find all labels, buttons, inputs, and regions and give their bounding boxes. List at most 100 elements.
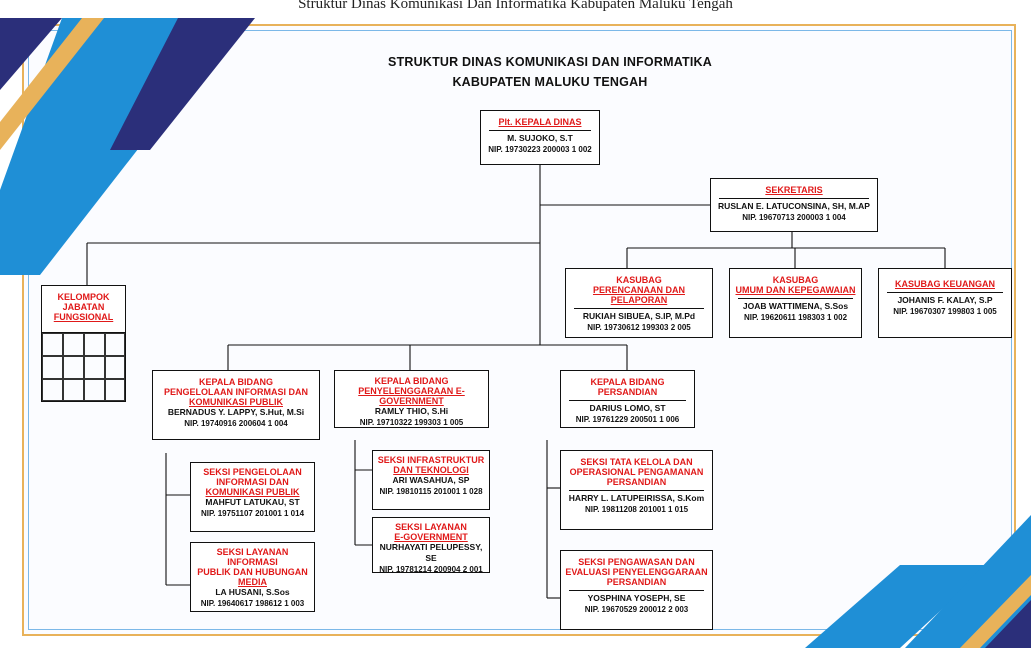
kabid-nip: NIP. 19761229 200501 1 006 <box>575 415 680 424</box>
kabid-egov-box[interactable]: KEPALA BIDANG PENYELENGGARAAN E-GOVERNME… <box>334 370 489 428</box>
seksi-name: HARRY L. LATUPEIRISSA, S.Kom <box>568 493 705 503</box>
kabid-role: KEPALA BIDANG <box>199 377 273 387</box>
kabid-persandian-box[interactable]: KEPALA BIDANG PERSANDIAN DARIUS LOMO, ST… <box>560 370 695 428</box>
fungsional-grid <box>41 332 126 402</box>
grid-cell <box>105 333 125 356</box>
seksi-role-line3: KOMUNIKASI PUBLIK <box>205 487 300 497</box>
chart-title-line1: STRUKTUR DINAS KOMUNIKASI DAN INFORMATIK… <box>388 55 712 69</box>
seksi-role-line2: DAN TEKNOLOGI <box>393 465 469 475</box>
divider <box>887 292 1003 293</box>
kasubag-role-line2: UMUM DAN KEPEGAWAIAN <box>735 285 856 295</box>
seksi-role: SEKSI LAYANAN INFORMASI <box>216 547 289 567</box>
sekretaris-box[interactable]: SEKRETARIS RUSLAN E. LATUCONSINA, SH, M.… <box>710 178 878 232</box>
fungsional-line2: JABATAN <box>62 302 105 312</box>
seksi-role-line2: PUBLIK DAN HUBUNGAN <box>197 567 308 577</box>
sekretaris-name: RUSLAN E. LATUCONSINA, SH, M.AP <box>718 201 870 211</box>
fungsional-box[interactable]: KELOMPOK JABATAN FUNGSIONAL <box>41 285 126 333</box>
grid-cell <box>42 356 63 379</box>
seksi-role-line2: EVALUASI PENYELENGGARAAN <box>565 567 708 577</box>
seksi-nip: NIP. 19640617 198612 1 003 <box>200 599 305 608</box>
seksi-layanan-informasi-box[interactable]: SEKSI LAYANAN INFORMASI PUBLIK DAN HUBUN… <box>190 542 315 612</box>
grid-cell <box>84 333 105 356</box>
kasubag-perencanaan-box[interactable]: KASUBAG PERENCANAAN DAN PELAPORAN RUKIAH… <box>565 268 713 338</box>
seksi-layanan-egov-box[interactable]: SEKSI LAYANAN E-GOVERNMENT NURHAYATI PEL… <box>372 517 490 574</box>
kabid-name: RAMLY THIO, S.Hi <box>374 406 449 416</box>
seksi-nip: NIP. 19781214 200904 2 001 <box>379 565 483 574</box>
chart-title-line2: KABUPATEN MALUKU TENGAH <box>452 75 648 89</box>
kabid-name: BERNADUS Y. LAPPY, S.Hut, M.Si <box>167 407 305 417</box>
divider <box>574 308 704 309</box>
sekretaris-nip: NIP. 19670713 200003 1 004 <box>742 213 846 222</box>
seksi-nip: NIP. 19670529 200012 2 003 <box>584 605 689 614</box>
kasubag-role: KASUBAG <box>772 275 819 285</box>
seksi-role-line3: MEDIA <box>238 577 267 587</box>
grid-cell <box>63 333 84 356</box>
seksi-pengawasan-box[interactable]: SEKSI PENGAWASAN DAN EVALUASI PENYELENGG… <box>560 550 713 630</box>
seksi-name: YOSPHINA YOSEPH, SE <box>587 593 686 603</box>
seksi-name: MAHFUT LATUKAU, ST <box>205 497 300 507</box>
grid-cell <box>84 356 105 379</box>
kabid-role-line3: KOMUNIKASI PUBLIK <box>189 397 283 407</box>
seksi-role: SEKSI PENGAWASAN DAN <box>578 557 695 567</box>
seksi-role-line2: E-GOVERNMENT <box>394 532 468 542</box>
fungsional-line3: FUNGSIONAL <box>53 312 114 322</box>
divider <box>569 590 704 591</box>
kabid-role: KEPALA BIDANG <box>374 376 449 386</box>
grid-cell <box>84 379 105 401</box>
grid-cell <box>42 379 63 401</box>
seksi-role: SEKSI TATA KELOLA DAN <box>580 457 693 467</box>
kepala-dinas-nip: NIP. 19730223 200003 1 002 <box>488 145 592 154</box>
kabid-nip: NIP. 19710322 199303 1 005 <box>359 418 464 427</box>
grid-cell <box>63 379 84 401</box>
seksi-name: LA HUSANI, S.Sos <box>215 587 290 597</box>
seksi-nip: NIP. 19751107 201001 1 014 <box>200 509 305 518</box>
sekretaris-role: SEKRETARIS <box>765 185 823 195</box>
kepala-dinas-name: M. SUJOKO, S.T <box>507 133 573 143</box>
page-caption: Struktur Dinas Komunikasi Dan Informatik… <box>298 0 733 12</box>
divider <box>569 400 686 401</box>
seksi-role: SEKSI LAYANAN <box>395 522 467 532</box>
grid-cell <box>105 356 125 379</box>
kasubag-role: KASUBAG <box>616 275 662 285</box>
grid-cell <box>63 356 84 379</box>
seksi-tata-kelola-box[interactable]: SEKSI TATA KELOLA DAN OPERASIONAL PENGAM… <box>560 450 713 530</box>
seksi-nip: NIP. 19811208 201001 1 015 <box>584 505 689 514</box>
seksi-pengelolaan-box[interactable]: SEKSI PENGELOLAAN INFORMASI DAN KOMUNIKA… <box>190 462 315 532</box>
grid-cell <box>42 333 63 356</box>
kabid-role-line2: PENGELOLAAN INFORMASI DAN <box>164 387 308 397</box>
divider <box>489 130 591 131</box>
kasubag-nip: NIP. 19670307 199803 1 005 <box>893 307 997 316</box>
seksi-role-line3: PERSANDIAN <box>606 577 667 587</box>
seksi-name: NURHAYATI PELUPESSY, SE <box>379 542 483 563</box>
grid-cell <box>105 379 125 401</box>
kasubag-keuangan-box[interactable]: KASUBAG KEUANGAN JOHANIS F. KALAY, S.P N… <box>878 268 1012 338</box>
kasubag-role-line2: PERENCANAAN DAN PELAPORAN <box>592 285 685 305</box>
seksi-role: SEKSI INFRASTRUKTUR <box>377 455 485 465</box>
kepala-dinas-role: Plt. KEPALA DINAS <box>498 117 582 127</box>
kabid-name: DARIUS LOMO, ST <box>589 403 666 413</box>
seksi-nip: NIP. 19810115 201001 1 028 <box>379 487 483 496</box>
kasubag-name: RUKIAH SIBUEA, S.IP, M.Pd <box>582 311 696 321</box>
kepala-dinas-box[interactable]: Plt. KEPALA DINAS M. SUJOKO, S.T NIP. 19… <box>480 110 600 165</box>
kabid-informasi-box[interactable]: KEPALA BIDANG PENGELOLAAN INFORMASI DAN … <box>152 370 320 440</box>
seksi-role-line2: OPERASIONAL PENGAMANAN <box>569 467 704 477</box>
kasubag-name: JOHANIS F. KALAY, S.P <box>897 295 993 305</box>
kabid-nip: NIP. 19740916 200604 1 004 <box>184 419 288 428</box>
kasubag-umum-box[interactable]: KASUBAG UMUM DAN KEPEGAWAIAN JOAB WATTIM… <box>729 268 862 338</box>
kasubag-name: JOAB WATTIMENA, S.Sos <box>742 301 849 311</box>
seksi-role-line2: INFORMASI DAN <box>216 477 289 487</box>
fungsional-line1: KELOMPOK <box>57 292 110 302</box>
kasubag-role: KASUBAG KEUANGAN <box>894 279 995 289</box>
seksi-name: ARI WASAHUA, SP <box>392 475 470 485</box>
divider <box>719 198 869 199</box>
kabid-role-line2: PENYELENGGARAAN E-GOVERNMENT <box>358 386 465 406</box>
kasubag-nip: NIP. 19730612 199303 2 005 <box>587 323 691 332</box>
seksi-role-line3: PERSANDIAN <box>606 477 667 487</box>
divider <box>569 490 704 491</box>
seksi-infrastruktur-box[interactable]: SEKSI INFRASTRUKTUR DAN TEKNOLOGI ARI WA… <box>372 450 490 510</box>
seksi-role: SEKSI PENGELOLAAN <box>203 467 302 477</box>
kabid-role: KEPALA BIDANG PERSANDIAN <box>590 377 665 397</box>
divider <box>738 298 853 299</box>
